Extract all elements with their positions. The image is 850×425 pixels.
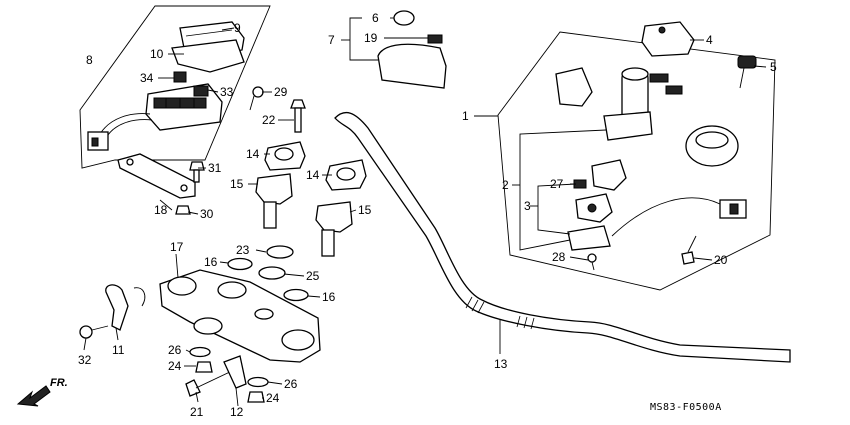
switch-contact-3 xyxy=(575,193,613,223)
callout-3: 3 xyxy=(524,199,531,213)
nut-24a xyxy=(195,361,213,373)
washer-16b xyxy=(283,288,309,302)
screw-28 xyxy=(587,253,597,271)
cover-sheet-10 xyxy=(171,39,245,73)
key-5 xyxy=(737,55,757,89)
callout-29: 29 xyxy=(274,85,288,99)
callout-23: 23 xyxy=(236,243,250,257)
callout-2: 2 xyxy=(502,178,509,192)
holder-upper-14a xyxy=(264,141,306,171)
washer-25 xyxy=(258,266,286,280)
callout-19: 19 xyxy=(364,31,378,45)
switch-cover-4 xyxy=(641,21,695,57)
washer-23 xyxy=(266,245,294,259)
lock-body-2 xyxy=(591,159,627,191)
washer-26a xyxy=(189,346,211,358)
callout-33: 33 xyxy=(220,85,234,99)
callout-27: 27 xyxy=(550,177,564,191)
callout-16b: 16 xyxy=(322,290,336,304)
callout-15a: 15 xyxy=(230,177,244,191)
callout-20: 20 xyxy=(714,253,728,267)
callout-30: 30 xyxy=(200,207,214,221)
callout-18: 18 xyxy=(154,203,168,217)
mounting-bracket-18 xyxy=(117,153,196,199)
washer-16a xyxy=(227,257,253,271)
callout-14a: 14 xyxy=(246,147,260,161)
holder-lower-15a xyxy=(255,173,293,229)
callout-11: 11 xyxy=(112,343,125,357)
washer-26b xyxy=(247,376,269,388)
callout-16a: 16 xyxy=(204,255,218,269)
callout-15b: 15 xyxy=(358,203,372,217)
nut-24b xyxy=(247,391,265,403)
direction-label: FR. xyxy=(50,377,68,389)
callout-25: 25 xyxy=(306,269,320,283)
callout-22: 22 xyxy=(262,113,276,127)
callout-26b: 26 xyxy=(284,377,298,391)
bolt-31 xyxy=(189,161,205,183)
wire-harness xyxy=(87,113,153,151)
callout-31: 31 xyxy=(208,161,222,175)
switch-wire xyxy=(611,197,747,237)
front-direction-arrow: FR. xyxy=(16,377,68,407)
clip-19 xyxy=(427,34,443,44)
holder-lower-15b xyxy=(315,201,353,257)
callout-8: 8 xyxy=(86,53,93,67)
connector-34 xyxy=(173,71,187,83)
callout-4: 4 xyxy=(706,33,713,47)
switch-housing xyxy=(555,67,593,107)
bolt-29 xyxy=(249,86,264,111)
cable-clamp-11 xyxy=(105,284,146,331)
callout-10: 10 xyxy=(150,47,164,61)
callout-28: 28 xyxy=(552,250,566,264)
cover-7 xyxy=(377,43,447,89)
callout-24a: 24 xyxy=(168,359,182,373)
callout-24b: 24 xyxy=(266,391,280,405)
cable-guide-12 xyxy=(223,355,247,389)
bolt-20 xyxy=(681,235,697,265)
callout-6: 6 xyxy=(372,11,379,25)
bolt-22 xyxy=(290,99,306,133)
fuel-cap xyxy=(685,125,739,167)
callout-17: 17 xyxy=(170,240,184,254)
bolt-32 xyxy=(79,325,109,339)
grommet-6 xyxy=(393,10,415,26)
bolt-21 xyxy=(185,369,235,397)
callout-12: 12 xyxy=(230,405,244,419)
connector-33 xyxy=(193,85,209,97)
callout-7: 7 xyxy=(328,33,335,47)
callout-14b: 14 xyxy=(306,168,320,182)
callout-26a: 26 xyxy=(168,343,182,357)
callout-32: 32 xyxy=(78,353,92,367)
callout-21: 21 xyxy=(190,405,204,419)
callout-1: 1 xyxy=(462,109,469,123)
callout-34: 34 xyxy=(140,71,154,85)
top-bridge xyxy=(159,269,321,363)
diagram-code: MS83-F0500A xyxy=(650,402,722,413)
callout-5: 5 xyxy=(770,60,777,74)
callout-13: 13 xyxy=(494,357,508,371)
callout-9: 9 xyxy=(234,21,241,35)
nut-30 xyxy=(175,205,191,215)
leader-lines xyxy=(83,17,767,407)
handlebar xyxy=(334,111,791,363)
group-frame-8 xyxy=(79,5,271,169)
group-frame-1 xyxy=(497,31,776,291)
ignition-cylinder xyxy=(603,67,683,141)
holder-upper-14b xyxy=(325,159,367,191)
switch-base xyxy=(567,225,611,251)
